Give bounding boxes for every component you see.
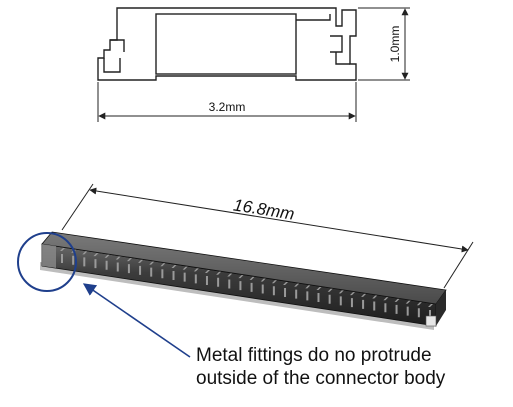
side-view-outline bbox=[97, 7, 357, 81]
contact-pin bbox=[327, 288, 333, 304]
contact-pin bbox=[104, 254, 110, 270]
contact-pin bbox=[115, 256, 121, 272]
contact-pin bbox=[126, 258, 132, 274]
contact-pin bbox=[405, 300, 411, 316]
contact-pin bbox=[193, 268, 199, 284]
callout-leader bbox=[82, 283, 191, 358]
contact-pin bbox=[238, 275, 244, 291]
contact-pin bbox=[316, 287, 322, 303]
contact-pin bbox=[82, 251, 88, 267]
contact-pin bbox=[160, 263, 166, 279]
contact-pin bbox=[249, 276, 255, 292]
contact-pin bbox=[372, 295, 378, 311]
metal-fitting-highlight-circle bbox=[17, 232, 77, 292]
width-dimension bbox=[97, 82, 357, 122]
height-dimension-label: 1.0mm bbox=[388, 26, 402, 63]
contact-pin bbox=[271, 280, 277, 296]
length-dimension-label: 16.8mm bbox=[232, 195, 296, 223]
contact-pins bbox=[60, 248, 433, 319]
callout-line-2: outside of the connector body bbox=[196, 368, 446, 389]
contact-pin bbox=[338, 290, 344, 306]
contact-pin bbox=[283, 281, 289, 297]
contact-pin bbox=[294, 283, 300, 299]
contact-pin bbox=[305, 285, 311, 301]
contact-pin bbox=[204, 270, 210, 286]
contact-pin bbox=[216, 271, 222, 287]
connector-body bbox=[40, 231, 447, 330]
contact-pin bbox=[428, 304, 433, 319]
contact-pin bbox=[149, 261, 155, 277]
contact-pin bbox=[416, 302, 422, 318]
contact-pin bbox=[93, 253, 99, 269]
callout-text: Metal fittings do no protrude outside of… bbox=[196, 344, 506, 390]
length-dimension bbox=[61, 183, 474, 289]
contact-pin bbox=[138, 259, 144, 275]
contact-pin bbox=[182, 266, 188, 282]
width-dimension-label: 3.2mm bbox=[209, 100, 246, 114]
height-dimension bbox=[358, 7, 410, 81]
contact-pin bbox=[260, 278, 266, 294]
contact-pin bbox=[349, 292, 355, 308]
contact-pin bbox=[71, 249, 77, 265]
contact-pin bbox=[227, 273, 233, 289]
contact-pin bbox=[60, 248, 65, 263]
contact-pin bbox=[383, 297, 389, 313]
contact-pin bbox=[171, 264, 177, 280]
contact-pin bbox=[361, 293, 367, 309]
callout-line-1: Metal fittings do no protrude bbox=[196, 345, 432, 366]
contact-pin bbox=[394, 298, 400, 314]
